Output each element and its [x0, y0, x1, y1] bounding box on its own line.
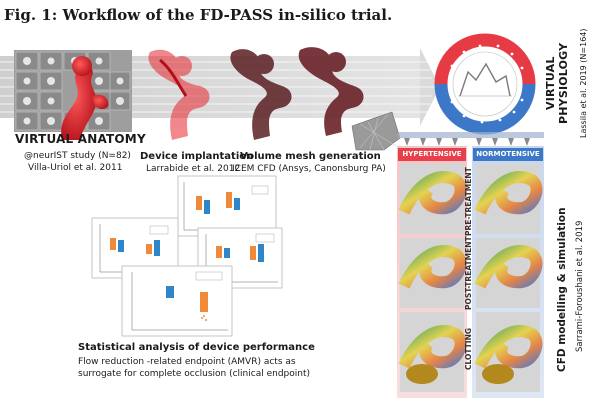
condition-normotensive: NORMOTENSIVE [476, 150, 540, 158]
plot-card-1 [177, 175, 277, 237]
cfd-tile-hyper-post [398, 238, 467, 308]
hypertensive-header [398, 148, 466, 161]
clot-icon [406, 364, 438, 384]
anatomy-grid [14, 50, 132, 140]
stats-heading: Statistical analysis of device performan… [78, 342, 315, 353]
stage-post-treatment: POST-TREATMENT [464, 236, 473, 310]
anatomy-source: @neurIST study (N=82) [24, 151, 131, 161]
cfd-tile-normo-post [474, 238, 543, 308]
cfd-tile-hyper-pre [398, 164, 467, 234]
cfd-ref: Sarrami-Foroushani et al. 2019 [575, 220, 585, 352]
stage-clotting: CLOTTING [464, 327, 473, 370]
anatomy-heading: VIRTUAL ANATOMY [15, 132, 146, 146]
stats-line-2: surrogate for complete occlusion (clinic… [78, 369, 311, 379]
normotensive-header [473, 148, 543, 161]
mesh-vessel-1 [230, 49, 292, 140]
condition-hypertensive: HYPERTENSIVE [402, 150, 462, 158]
physiology-ref: Lassila et al. 2019 (N=164) [579, 28, 588, 139]
implant-heading: Device implantation [140, 151, 254, 162]
mesh-detail-icon [351, 111, 401, 151]
plot-card-4 [121, 265, 233, 337]
highlighted-vessel [61, 56, 109, 140]
implant-ref: Larrabide et al. 2012 [146, 164, 241, 174]
condition-arrows [398, 132, 544, 146]
flow-diverter-device [159, 58, 188, 97]
figure-title: Fig. 1: Workflow of the FD-PASS in-silic… [4, 6, 393, 24]
mesh-vessel-2 [298, 47, 364, 136]
stage-pre-treatment: PRE-TREATMENT [464, 167, 473, 236]
cfd-heading: CFD modelling & simulation [556, 207, 568, 372]
mesh-ref: ICEM CFD (Ansys, Canonsburg PA) [232, 164, 386, 174]
cfd-tile-normo-clot [474, 312, 543, 392]
physiology-heading-2: PHYSIOLOGY [557, 42, 570, 124]
stats-line-1: Flow reduction -related endpoint (AMVR) … [78, 357, 296, 367]
physiology-ring [434, 33, 536, 135]
stats-plots [91, 175, 283, 337]
cfd-tile-normo-pre [474, 164, 543, 234]
clot-icon [482, 364, 514, 384]
mesh-heading: Volume mesh generation [240, 151, 381, 162]
physiology-heading-1: VIRTUAL [544, 56, 557, 110]
implant-vessel [148, 49, 210, 140]
cfd-tile-hyper-clot [398, 312, 467, 392]
anatomy-ref: Villa-Uriol et al. 2011 [28, 163, 123, 173]
